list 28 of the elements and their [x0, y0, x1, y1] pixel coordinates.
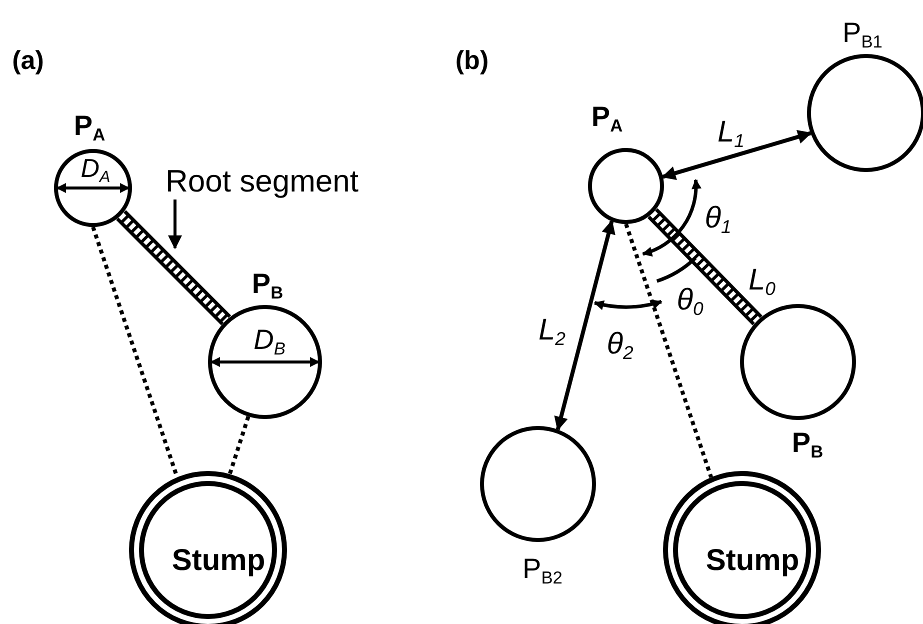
panel-label: (b) — [455, 47, 489, 73]
node-label: P$_{A}$ — [74, 112, 106, 144]
edge-label: L$_{1}$ — [717, 117, 745, 151]
callout-text: Root segment — [166, 166, 358, 196]
node-label: P$_{B2}$ — [522, 554, 562, 586]
node-label: P$_{B}$ — [252, 270, 284, 302]
node-label: P$_{A}$ — [591, 103, 623, 135]
angle-label: θ$_{1}$ — [704, 203, 732, 237]
dimension-label: D$_{B}$ — [254, 326, 286, 358]
edge-label: L$_{0}$ — [748, 265, 776, 299]
double-circle-node — [663, 471, 821, 624]
root-segment-bar — [648, 208, 762, 326]
angle-label: θ$_{0}$ — [676, 285, 704, 319]
leader-line — [168, 200, 182, 250]
double-circle-node — [129, 471, 287, 624]
node-label: P$_{B1}$ — [842, 18, 882, 50]
node-label: P$_{B}$ — [792, 428, 824, 460]
dotted-line — [228, 416, 250, 475]
edge-label: L$_{2}$ — [538, 315, 566, 349]
panel-label: (a) — [12, 47, 44, 73]
root-segment-bar — [116, 210, 232, 326]
arrow — [662, 130, 812, 180]
dotted-line — [624, 223, 714, 478]
node-label: Stump — [706, 546, 800, 576]
angle-label: θ$_{2}$ — [606, 329, 634, 363]
arrow — [554, 220, 616, 431]
node-label: Stump — [172, 546, 266, 576]
dimension-label: D$_{A}$ — [80, 154, 110, 184]
